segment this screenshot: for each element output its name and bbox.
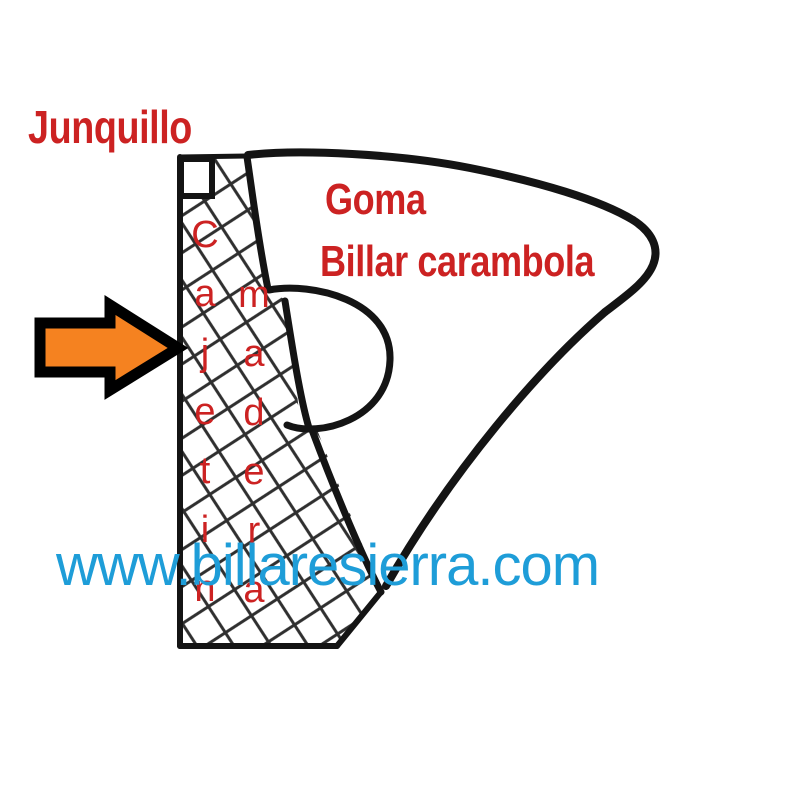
label-madera-vertical: m a d e r a: [237, 276, 271, 630]
label-billar-carambola: Billar carambola: [320, 237, 595, 286]
goma-outline: [244, 148, 660, 590]
madera-letter: m: [238, 274, 270, 316]
cajetin-letter: j: [200, 332, 210, 374]
site-watermark: www.billaresierra.com: [56, 533, 600, 598]
semicircle-notch: [265, 284, 394, 433]
madera-letter: a: [243, 333, 265, 375]
madera-letter: d: [243, 392, 265, 434]
label-goma: Goma: [325, 175, 426, 224]
label-cajetin-vertical: C a j e t i n: [188, 216, 222, 629]
madera-letter: r: [247, 510, 261, 552]
madera-letter: a: [243, 569, 265, 611]
cajetin-letter: n: [194, 568, 216, 610]
cajetin-letter: t: [199, 450, 211, 492]
label-junquillo: Junquillo: [28, 101, 192, 153]
right-arrow-icon: [34, 295, 189, 400]
cajetin-letter: e: [194, 391, 216, 433]
wood-goma-interface-edge: [243, 153, 385, 596]
cajetin-letter: C: [191, 214, 219, 256]
cajetin-letter: i: [200, 509, 210, 551]
junquillo-rectangle: [178, 156, 215, 199]
cajetin-letter: a: [194, 273, 216, 315]
madera-letter: e: [243, 451, 265, 493]
